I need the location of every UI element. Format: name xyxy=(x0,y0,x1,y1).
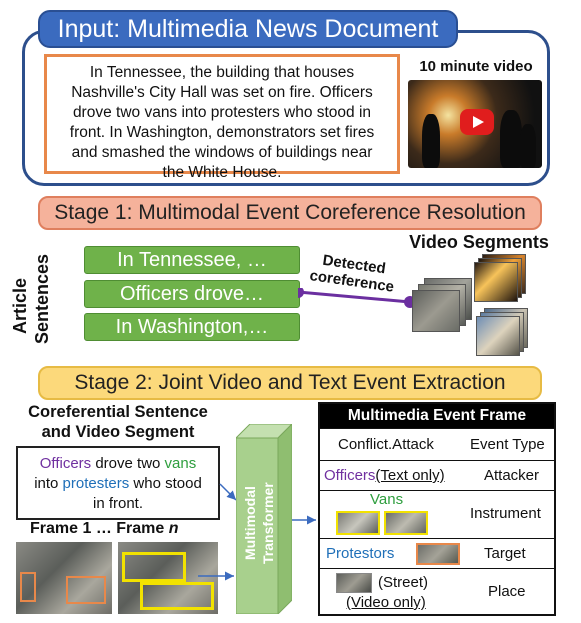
video-segment xyxy=(412,290,460,332)
instrument-crop xyxy=(336,511,380,535)
stage1-banner: Stage 1: Multimodal Event Coreference Re… xyxy=(38,196,542,230)
instrument-role: Instrument xyxy=(470,505,541,522)
stage2-banner: Stage 2: Joint Video and Text Event Extr… xyxy=(38,366,542,400)
video-thumbnail[interactable] xyxy=(408,80,542,168)
video-figure xyxy=(422,114,440,168)
event-type-value: Conflict.Attack xyxy=(338,436,434,453)
instrument-value: Vans xyxy=(370,491,404,508)
event-type-role: Event Type xyxy=(470,436,545,453)
coreferential-sentence-box: Officers drove two vans into protesters … xyxy=(16,446,220,520)
sentence-box: In Washington,… xyxy=(84,313,300,341)
bounding-box xyxy=(20,572,36,602)
sentence-text: who stood xyxy=(129,475,202,492)
video-segments-label: Video Segments xyxy=(409,232,549,252)
attacker-note: (Text only) xyxy=(375,467,445,484)
article-line: the White House. xyxy=(162,164,282,181)
event-frame-table: Multimedia Event Frame Conflict.Attack E… xyxy=(318,402,556,616)
event-frame-header: Multimedia Event Frame xyxy=(320,404,554,428)
video-label: 10 minute video xyxy=(419,58,533,75)
sentence-box: In Tennessee, … xyxy=(84,246,300,274)
frame-row-event-type: Conflict.Attack Event Type xyxy=(320,428,554,460)
video-frame-1 xyxy=(16,542,112,614)
word-officers: Officers xyxy=(39,455,92,472)
article-line: and smashed the windows of buildings nea… xyxy=(71,144,373,161)
video-figure xyxy=(520,124,536,168)
multimodal-transformer xyxy=(236,424,292,614)
place-value: (Street) xyxy=(378,574,429,591)
transformer-label-line: Multimodal xyxy=(242,486,258,560)
input-article-box: In Tennessee, the building that houses N… xyxy=(44,54,400,181)
article-line: In Tennessee, the building that houses xyxy=(89,64,355,81)
frame-label-n: n xyxy=(168,520,179,537)
input-title: Input: Multimedia News Document xyxy=(38,10,458,48)
bounding-box xyxy=(140,582,214,610)
frame-row-instrument: Vans Instrument xyxy=(320,490,554,538)
frame-row-place: (Street) (Video only) Place xyxy=(320,568,554,614)
bounding-box xyxy=(122,552,186,582)
sentence-box: Officers drove… xyxy=(84,280,300,308)
play-icon[interactable] xyxy=(460,109,494,135)
frame-label-text: Frame 1 … Frame xyxy=(30,520,169,537)
frame-label: Frame 1 … Frame n xyxy=(30,520,179,538)
article-line: front. In Washington, demonstrators set … xyxy=(69,124,375,141)
video-figure xyxy=(500,110,522,168)
attacker-role: Attacker xyxy=(484,467,540,484)
coref-title-line: and Video Segment xyxy=(41,423,195,441)
video-segment xyxy=(474,262,518,302)
frame-row-target: Protestors Target xyxy=(320,538,554,568)
word-vans: vans xyxy=(164,455,197,472)
place-role: Place xyxy=(488,583,526,600)
sentence-text: into xyxy=(34,475,63,492)
article-line: Nashville's City Hall was set on fire. O… xyxy=(71,84,373,101)
target-value: Protestors xyxy=(326,545,395,562)
place-crop xyxy=(336,573,372,593)
sentence-text: in front. xyxy=(92,495,144,512)
article-line: drove two vans into protesters who stood… xyxy=(72,104,372,121)
instrument-crop xyxy=(384,511,428,535)
target-role: Target xyxy=(484,545,526,562)
attacker-value: Officers xyxy=(324,467,376,484)
frame-row-attacker: Officers(Text only) Attacker xyxy=(320,460,554,490)
word-protesters: protesters xyxy=(62,475,130,492)
coref-title-line: Coreferential Sentence xyxy=(28,403,208,421)
sentence-text: drove two xyxy=(91,455,165,472)
transformer-label: Multimodal Transformer xyxy=(242,440,288,610)
coreferential-title: Coreferential Sentence and Video Segment xyxy=(12,402,224,442)
video-segment xyxy=(476,316,520,356)
bounding-box xyxy=(66,576,106,604)
place-note: (Video only) xyxy=(346,594,426,611)
video-frame-n xyxy=(118,542,218,614)
target-crop xyxy=(416,543,460,565)
transformer-label-line: Transformer xyxy=(260,482,276,564)
